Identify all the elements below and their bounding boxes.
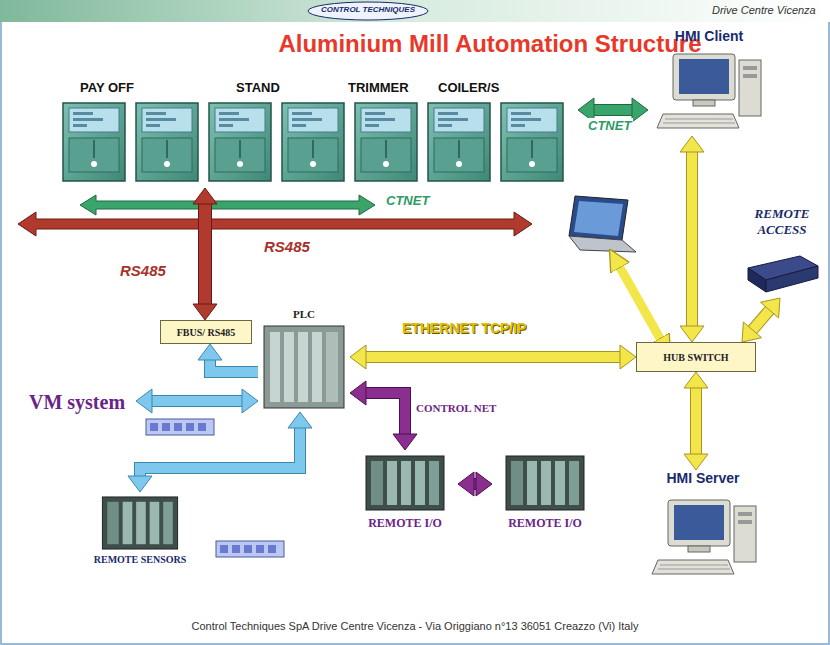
logo <box>308 2 428 20</box>
remote-sensors: REMOTE SENSORS <box>78 492 202 576</box>
node-text: PLC <box>293 308 315 320</box>
node-text: HMI Client <box>675 28 743 44</box>
connector-label: CTNET <box>586 118 633 133</box>
hub-switch: HUB SWITCH <box>636 342 756 372</box>
laptop-link <box>618 264 662 342</box>
connector-arrow <box>198 344 258 372</box>
io-rack <box>506 456 584 510</box>
footer-caption: Control Techniques SpA Drive Centre Vice… <box>0 620 830 632</box>
plc: PLC <box>258 308 350 412</box>
plc-rack <box>264 326 344 408</box>
hmi-client: HMI Client <box>648 28 770 136</box>
header-note: Drive Centre Vicenza <box>712 4 816 16</box>
connector-label: RS485 <box>118 262 168 279</box>
vm-module <box>146 419 214 435</box>
remote-access-device <box>748 256 818 292</box>
remote-io: REMOTE I/O <box>492 450 598 536</box>
node-text: REMOTE I/O <box>508 516 582 531</box>
remote-io: REMOTE I/O <box>352 450 458 536</box>
connector-arrow <box>193 188 217 320</box>
connector-arrow <box>458 472 492 496</box>
connector-label: ETHERNET TCP/IP <box>400 320 528 336</box>
computer-icon <box>652 500 756 574</box>
connector-label: CONTROL NET <box>414 402 498 414</box>
node-text: REMOTE I/O <box>368 516 442 531</box>
bus-label: CTNET <box>384 193 431 208</box>
rs485-bus <box>18 212 532 236</box>
node-text: VM system <box>29 391 125 414</box>
sensor-module <box>216 541 284 557</box>
node-text: HUB SWITCH <box>663 352 728 363</box>
connector-arrow <box>136 389 258 413</box>
logo-text: CONTROL TECHNIQUES <box>321 5 415 14</box>
io-rack <box>366 456 444 510</box>
drive-group: PAY OFF STAND TRIMMER COILER/S <box>58 76 578 188</box>
computer-icon <box>657 54 761 128</box>
node-text: COILER/S <box>438 80 499 95</box>
header-bar <box>0 0 830 22</box>
drive-cabinets <box>63 103 563 181</box>
vm-system: VM system <box>18 388 136 416</box>
hmi-server: HMI Server <box>636 470 770 582</box>
node-text: PAY OFF <box>80 80 134 95</box>
connector-arrow <box>680 136 704 342</box>
connector-arrow <box>128 412 312 492</box>
connector-arrow <box>350 345 636 369</box>
connector-arrow <box>742 298 780 342</box>
connector-arrow <box>684 372 708 470</box>
node-text: TRIMMER <box>348 80 409 95</box>
node-text: HMI Server <box>666 470 739 486</box>
remote-access: REMOTE ACCESS <box>738 206 826 298</box>
connector-arrow <box>350 381 417 450</box>
laptop-icon <box>569 196 636 252</box>
ctnet-bus <box>80 195 375 215</box>
node-text: STAND <box>236 80 280 95</box>
sensor-rack <box>102 497 177 549</box>
bus-label: RS485 <box>262 238 312 255</box>
node-text: FBUS/ RS485 <box>177 327 236 338</box>
node-text: REMOTE ACCESS <box>740 206 824 238</box>
fieldbus-box: FBUS/ RS485 <box>160 320 252 344</box>
node-text: REMOTE SENSORS <box>94 554 187 565</box>
